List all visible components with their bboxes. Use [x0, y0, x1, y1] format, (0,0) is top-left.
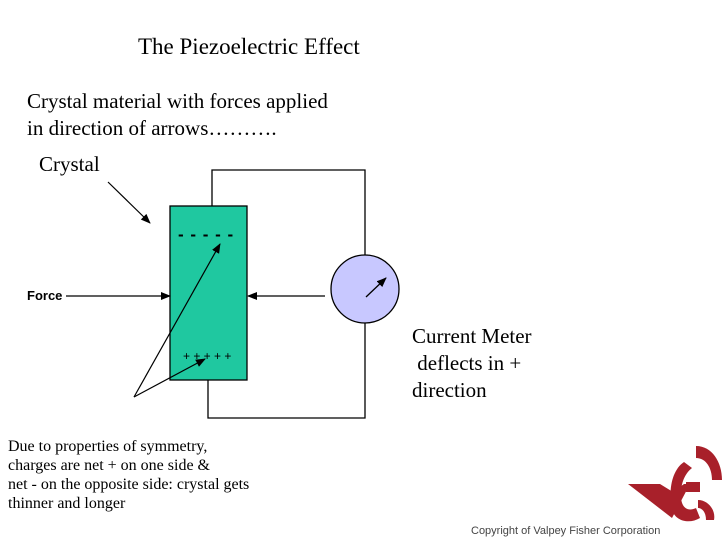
symmetry-note: Due to properties of symmetry, charges a… [8, 437, 249, 513]
crystal-pointer-arrow [107, 181, 151, 224]
intro-text: Crystal material with forces applied in … [27, 88, 328, 142]
meter-caption: Current Meter deflects in + direction [412, 323, 532, 404]
meter-caption-line-2: deflects in + [412, 351, 522, 375]
meter-caption-line-3: direction [412, 378, 487, 402]
positive-charges: + + + + + [183, 349, 231, 363]
vfc-logo [628, 446, 722, 522]
note-line-2: charges are net + on one side & [8, 457, 210, 474]
note-line-3: net - on the opposite side: crystal gets [8, 476, 250, 493]
meter-caption-line-1: Current Meter [412, 324, 532, 348]
negative-charges: - - - - - [178, 225, 234, 244]
circuit-wire-top [211, 169, 366, 256]
note-line-4: thinner and longer [8, 495, 126, 512]
crystal-label: Crystal [39, 152, 100, 176]
charge-pointer-arrow-positive [133, 358, 206, 398]
intro-line-1: Crystal material with forces applied [27, 89, 328, 113]
note-line-1: Due to properties of symmetry, [8, 438, 208, 455]
intro-line-2: in direction of arrows………. [27, 116, 277, 140]
circuit-wire-bottom [207, 323, 366, 419]
current-meter [330, 254, 400, 324]
copyright-text: Copyright of Valpey Fisher Corporation [471, 525, 661, 537]
page-title: The Piezoelectric Effect [138, 34, 360, 59]
force-label: Force [27, 288, 63, 303]
charge-pointer-arrow-negative [133, 243, 221, 398]
meter-needle-icon [365, 277, 387, 298]
